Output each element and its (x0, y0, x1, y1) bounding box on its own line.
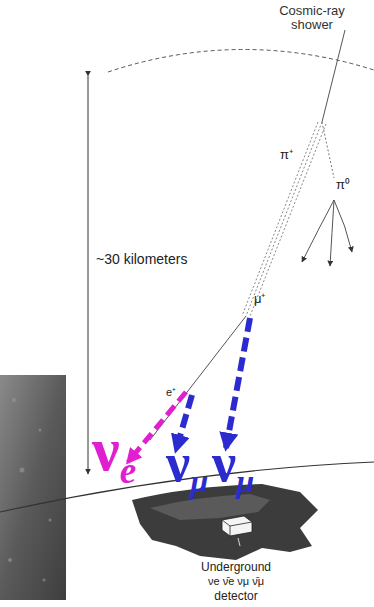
particle-label: μ⁺ (254, 292, 266, 306)
detector-label: Underground (201, 561, 271, 574)
shower-label: Cosmic-ray shower (267, 4, 357, 33)
neutrino-label: νμ (212, 436, 254, 498)
particle-label: e⁺ (166, 386, 176, 398)
particle-label: π⁰ (336, 178, 350, 192)
neutrino-label: νμ (166, 436, 208, 498)
neutrino-label: νe (92, 418, 136, 489)
particle-label: π⁺ (280, 148, 293, 162)
height-label: ~30 kilometers (96, 252, 187, 267)
detector-label: detector (214, 590, 257, 603)
detector-label: νe ν̄e νμ ν̄μ (208, 575, 264, 587)
